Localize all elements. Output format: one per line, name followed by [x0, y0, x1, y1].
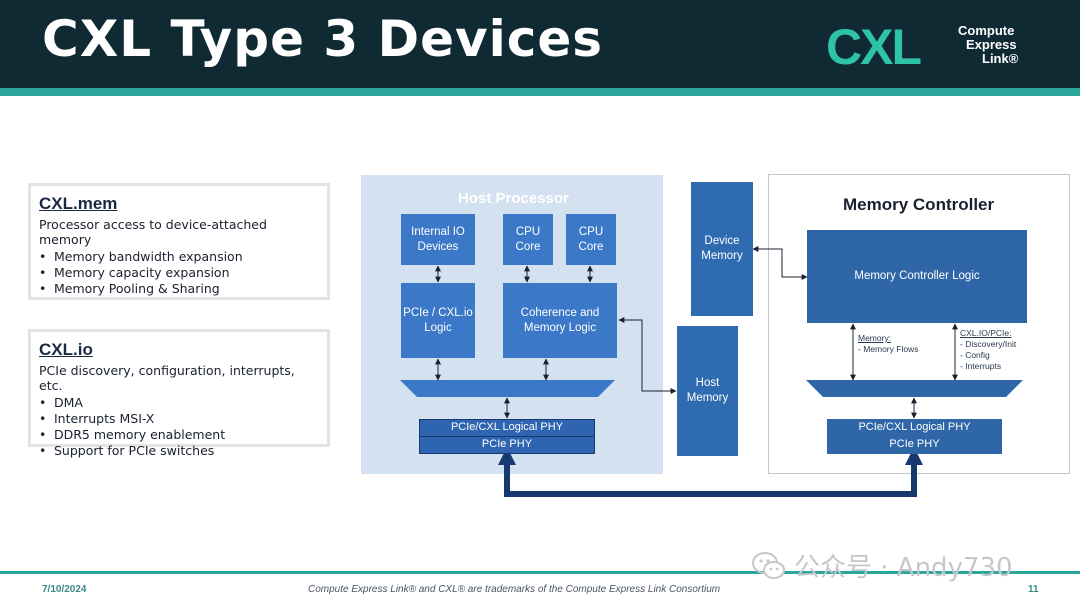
cxl-mem-subtitle: Processor access to device-attached memo…: [39, 217, 267, 247]
host-memory-block: Host Memory: [677, 326, 738, 456]
watermark-text: 公众号 · Andy730: [794, 553, 1013, 583]
coherence-memory-logic-block: Coherence and Memory Logic: [503, 283, 617, 358]
list-item: Memory capacity expansion: [39, 265, 319, 281]
wechat-icon: [752, 551, 785, 579]
footer-date: 7/10/2024: [42, 584, 87, 595]
cpu-core-1-block: CPU Core: [503, 214, 553, 265]
cxl-logo-text: Compute Express Link®: [958, 24, 1018, 66]
memory-note-title: Memory:: [858, 333, 892, 343]
cxl-io-box: CXL.io PCIe discovery, configuration, in…: [28, 329, 330, 458]
device-memory-block: Device Memory: [691, 182, 753, 316]
host-processor-label: Host Processor: [458, 190, 569, 207]
internal-io-devices-block: Internal IO Devices: [401, 214, 475, 265]
list-item: DMA: [39, 395, 319, 411]
list-item: Memory bandwidth expansion: [39, 249, 319, 265]
io-note-item: - Config: [960, 350, 990, 360]
cxl-io-list: DMA Interrupts MSI-X DDR5 memory enablem…: [39, 395, 319, 459]
cxl-io-subtitle: PCIe discovery, configuration, interrupt…: [39, 363, 295, 393]
cxl-logo-letters: CXL: [826, 22, 920, 70]
page-number: 11: [1028, 584, 1039, 595]
watermark: 公众号 · Andy730: [752, 547, 1013, 584]
pcie-cxl-io-logic-block: PCIe / CXL.io Logic: [401, 283, 475, 358]
list-item: Memory Pooling & Sharing: [39, 281, 319, 297]
list-item: Interrupts MSI-X: [39, 411, 319, 427]
memory-note-item: - Memory Flows: [858, 344, 919, 354]
host-pcie-phy: PCIe PHY: [419, 436, 595, 454]
host-logical-phy: PCIe/CXL Logical PHY: [419, 419, 595, 437]
memory-flows-note: Memory: - Memory Flows: [858, 333, 918, 355]
slide-title: CXL Type 3 Devices: [42, 10, 604, 68]
io-note-title: CXL.IO/PCIe:: [960, 328, 1012, 338]
cxl-io-title: CXL.io: [39, 340, 93, 359]
footer-accent-stripe: [0, 571, 1080, 574]
cxl-mem-list: Memory bandwidth expansion Memory capaci…: [39, 249, 319, 297]
memory-controller-logic-block: Memory Controller Logic: [807, 230, 1027, 323]
cxl-io-pcie-note: CXL.IO/PCIe: - Discovery/Init - Config -…: [960, 328, 1016, 372]
cxl-mem-box: CXL.mem Processor access to device-attac…: [28, 183, 330, 300]
cpu-core-2-block: CPU Core: [566, 214, 616, 265]
logo-text-line-2: Express: [966, 37, 1017, 52]
io-note-item: - Interrupts: [960, 361, 1002, 371]
logo-text-line-1: Compute: [958, 23, 1015, 38]
logo-text-line-3: Link®: [982, 51, 1019, 66]
mc-logical-phy: PCIe/CXL Logical PHY: [827, 419, 1002, 437]
mc-pcie-phy: PCIe PHY: [827, 436, 1002, 454]
memory-controller-label: Memory Controller: [843, 195, 995, 214]
header-accent-stripe: [0, 88, 1080, 96]
io-note-item: - Discovery/Init: [960, 339, 1017, 349]
cxl-logo: CXL: [826, 22, 922, 70]
list-item: DDR5 memory enablement: [39, 427, 319, 443]
cxl-mem-title: CXL.mem: [39, 194, 118, 213]
footer-trademark: Compute Express Link® and CXL® are trade…: [308, 584, 721, 595]
header-bar: [0, 0, 1080, 88]
list-item: Support for PCIe switches: [39, 443, 319, 459]
